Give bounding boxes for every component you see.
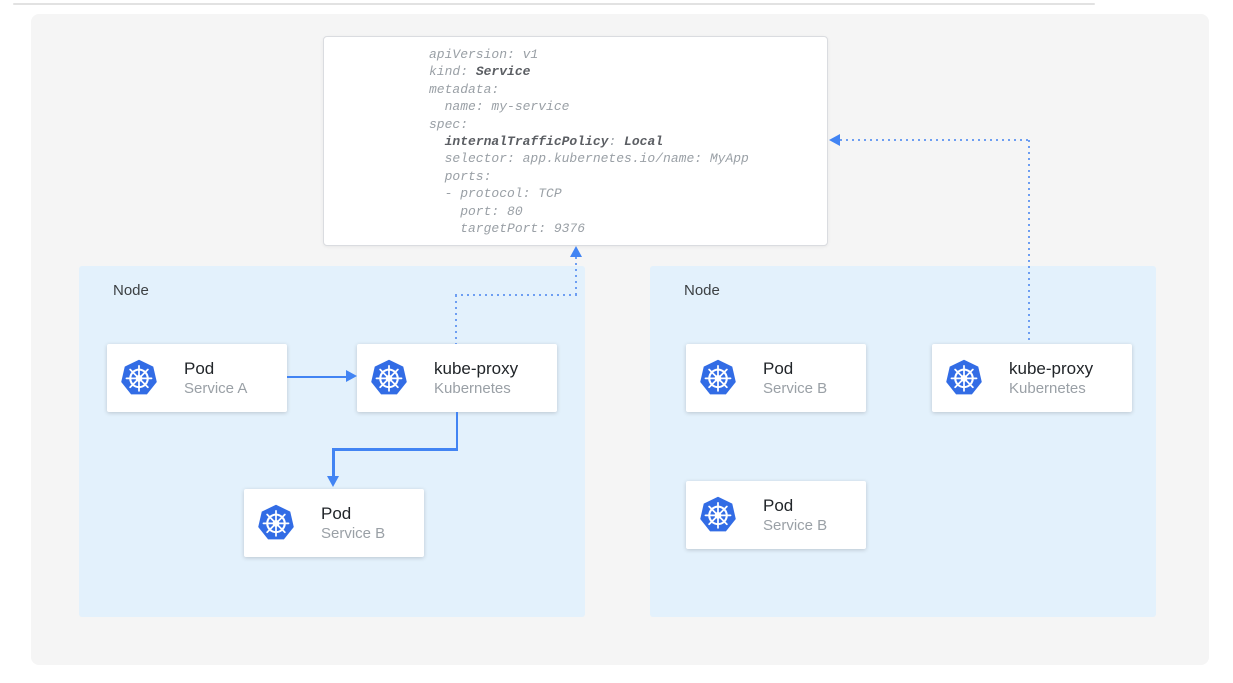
card-title: Pod [763,358,794,378]
kubernetes-icon [945,359,983,396]
yaml-code-line: targetPort: 9376 [429,221,586,237]
card-subtitle: Service B [321,524,386,542]
yaml-code-line: apiVersion: v1 [429,47,539,62]
top-divider [13,3,1095,5]
arrowhead-left-icon [829,133,840,146]
dotted-line [454,294,578,296]
arrowhead-down-icon [326,476,339,487]
yaml-code-line: name: my-service [429,99,570,115]
card-subtitle: Service A [184,379,248,397]
card-subtitle: Kubernetes [434,379,511,397]
kubernetes-icon [370,359,408,396]
kubernetes-icon [120,359,158,396]
arrow-line [287,375,347,378]
card-pod-service-b-left: Pod Service B [244,489,424,557]
yaml-code-line: metadata: [429,81,500,97]
yaml-code-line: port: 80 [429,203,523,219]
card-title: Pod [321,503,352,523]
dotted-line [575,257,577,295]
dotted-line [454,295,457,344]
card-title: Pod [184,358,215,378]
card-kube-proxy-left: kube-proxy Kubernetes [357,344,557,412]
arrow-line [332,448,458,451]
node-label: Node [113,282,149,299]
kubernetes-icon [699,496,737,533]
card-subtitle: Service B [763,379,828,397]
card-title: kube-proxy [1009,358,1094,378]
card-pod-service-a: Pod Service A [107,344,287,412]
arrowhead-right-icon [346,370,357,382]
yaml-code-line: - protocol: TCP [429,186,562,202]
card-pod-service-b-right-top: Pod Service B [686,344,866,412]
card-subtitle: Service B [763,516,828,534]
yaml-code-line: internalTrafficPolicy: Local [444,134,664,150]
card-title: Pod [763,495,794,515]
card-subtitle: Kubernetes [1009,379,1086,397]
arrow-line [332,448,335,477]
yaml-code-line: ports: [429,168,492,184]
yaml-code-line: spec: [429,116,469,132]
node-left: Node [79,266,585,617]
node-label: Node [684,282,720,299]
dotted-line [1028,140,1030,344]
dotted-line [840,139,1030,141]
card-title: kube-proxy [434,358,519,378]
card-kube-proxy-right: kube-proxy Kubernetes [932,344,1132,412]
node-right: Node [650,266,1156,617]
yaml-code-line: selector: app.kubernetes.io/name: MyApp [429,151,749,167]
yaml-code-line: kind: Service [429,64,531,80]
card-pod-service-b-right-bottom: Pod Service B [686,481,866,549]
arrowhead-up-icon [569,246,582,257]
kubernetes-icon [699,359,737,396]
arrow-line [455,412,458,450]
kubernetes-icon [257,504,295,541]
